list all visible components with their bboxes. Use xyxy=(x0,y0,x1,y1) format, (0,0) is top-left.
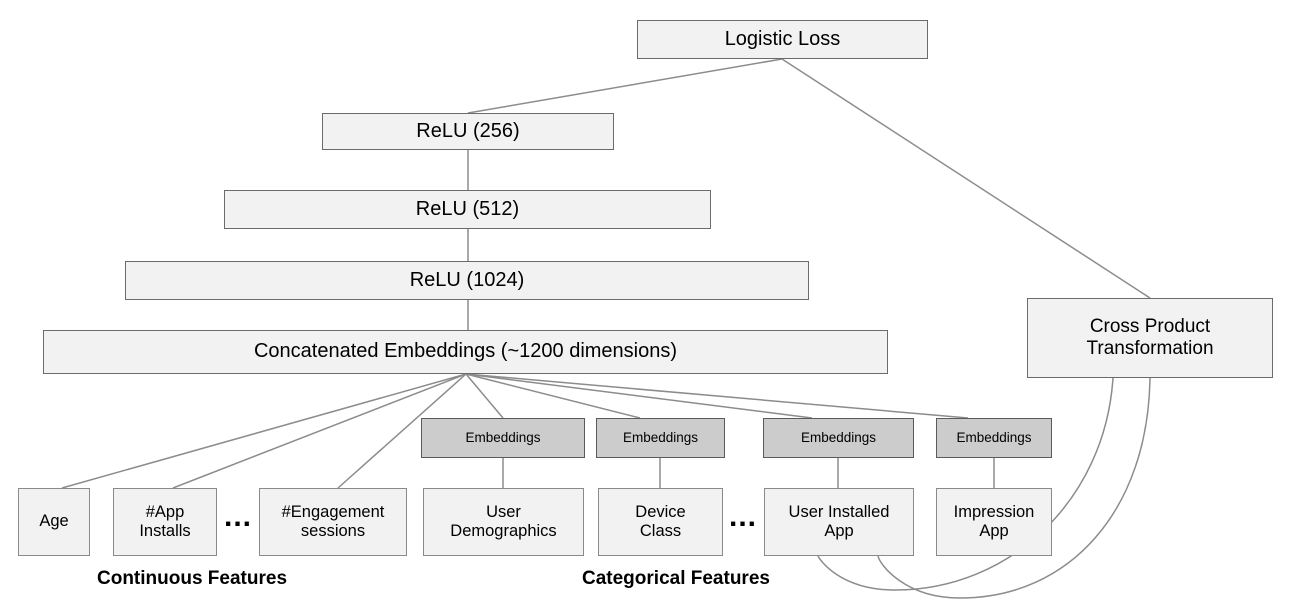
node-embeddings-user-demographics[interactable]: Embeddings xyxy=(421,418,585,458)
node-cross-product-line-2: Transformation xyxy=(1086,338,1214,359)
node-relu-512-label: ReLU (512) xyxy=(415,197,520,220)
node-feature-device-class-line-1: Device xyxy=(635,502,686,521)
node-embeddings-user-installed-app[interactable]: Embeddings xyxy=(763,418,914,458)
node-embeddings-label: Embeddings xyxy=(465,430,541,446)
node-concatenated-embeddings-label: Concatenated Embeddings (~1200 dimension… xyxy=(253,340,678,363)
node-relu-1024-label: ReLU (1024) xyxy=(409,268,525,291)
node-embeddings-device-class[interactable]: Embeddings xyxy=(596,418,725,458)
node-feature-app-installs[interactable]: #App Installs xyxy=(113,488,217,556)
edge-concat-to-emb-2 xyxy=(465,373,641,419)
node-relu-256-label: ReLU (256) xyxy=(416,119,520,142)
node-embeddings-label: Embeddings xyxy=(800,430,877,446)
edge-loss-to-relu256 xyxy=(467,58,783,114)
node-feature-user-installed-app-line-2: App xyxy=(824,522,854,540)
node-feature-app-installs-line-1: #App xyxy=(145,502,185,521)
node-feature-device-class[interactable]: Device Class xyxy=(598,488,723,556)
node-feature-age[interactable]: Age xyxy=(18,488,90,556)
node-relu-256[interactable]: ReLU (256) xyxy=(322,113,614,150)
node-feature-user-demographics[interactable]: User Demographics xyxy=(423,488,584,556)
node-feature-app-installs-line-2: Installs xyxy=(139,522,191,540)
node-feature-user-installed-app-line-1: User Installed xyxy=(788,502,890,521)
node-logistic-loss[interactable]: Logistic Loss xyxy=(637,20,928,59)
node-feature-engagement-line-1: #Engagement xyxy=(281,502,385,521)
node-embeddings-impression-app[interactable]: Embeddings xyxy=(936,418,1052,458)
edge-concat-to-emb-4 xyxy=(465,373,969,419)
node-feature-impression-app[interactable]: Impression App xyxy=(936,488,1052,556)
node-feature-impression-app-line-2: App xyxy=(979,522,1009,540)
node-relu-512[interactable]: ReLU (512) xyxy=(224,190,711,229)
node-cross-product-transformation[interactable]: Cross Product Transformation xyxy=(1027,298,1273,378)
group-label-categorical-features: Categorical Features xyxy=(582,568,770,589)
node-relu-1024[interactable]: ReLU (1024) xyxy=(125,261,809,300)
node-feature-impression-app-line-1: Impression xyxy=(953,502,1035,521)
edge-concat-to-emb-3 xyxy=(465,373,813,419)
edge-concat-to-age xyxy=(61,373,467,489)
node-feature-engagement-sessions[interactable]: #Engagement sessions xyxy=(259,488,407,556)
node-feature-age-line-1: Age xyxy=(39,512,69,531)
ellipsis-categorical: ... xyxy=(729,500,758,533)
node-feature-user-demographics-line-2: Demographics xyxy=(450,522,557,540)
edge-concat-to-emb-1 xyxy=(465,373,504,419)
node-feature-user-installed-app[interactable]: User Installed App xyxy=(764,488,914,556)
node-feature-user-demographics-line-1: User xyxy=(486,502,521,521)
node-logistic-loss-label: Logistic Loss xyxy=(724,27,841,50)
node-embeddings-label: Embeddings xyxy=(956,430,1032,446)
node-embeddings-label: Embeddings xyxy=(622,430,699,446)
node-feature-device-class-line-2: Class xyxy=(639,522,682,540)
edge-cross-to-user-installed-app xyxy=(817,377,1114,591)
edge-loss-to-cross xyxy=(781,58,1151,299)
node-cross-product-line-1: Cross Product xyxy=(1089,315,1211,337)
group-label-continuous-features: Continuous Features xyxy=(97,568,288,589)
node-concatenated-embeddings[interactable]: Concatenated Embeddings (~1200 dimension… xyxy=(43,330,888,374)
node-feature-engagement-line-2: sessions xyxy=(300,522,366,540)
ellipsis-continuous: ... xyxy=(224,500,253,533)
